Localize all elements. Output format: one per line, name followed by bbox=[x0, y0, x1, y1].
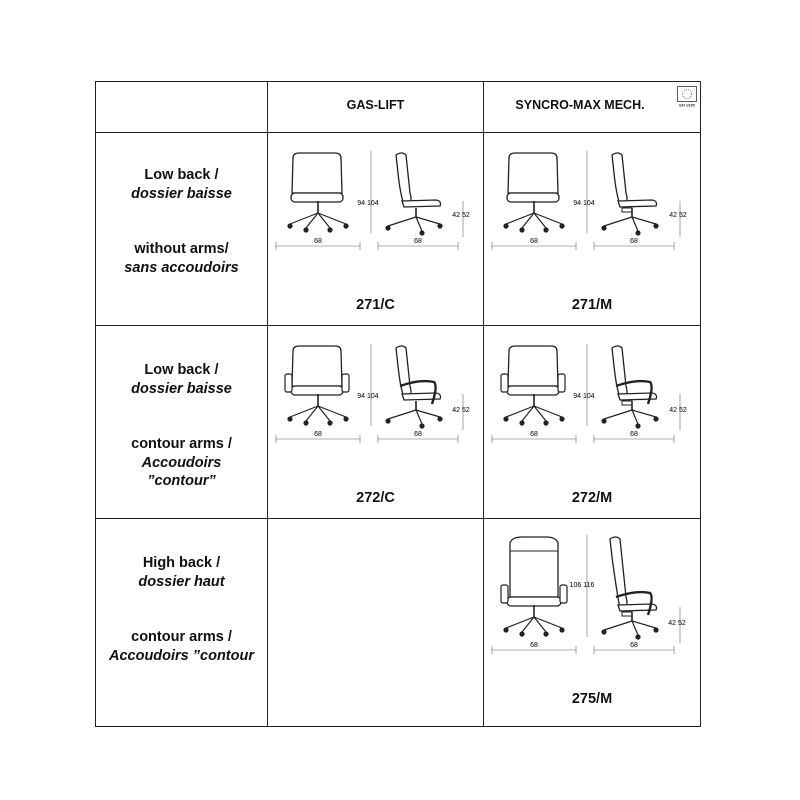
back-type-fr: dossier baisse bbox=[131, 380, 232, 397]
dim-height: 94 104 bbox=[357, 200, 379, 207]
header-syncro-label: SYNCRO-MAX MECH. bbox=[515, 98, 645, 112]
chair-front-view: 68 bbox=[491, 152, 577, 250]
product-275m-cell: 68 106 116 68 42 52 275/M bbox=[483, 518, 701, 727]
chair-drawing-272c: 68 94 104 68 42 52 bbox=[275, 344, 470, 443]
arms-type-fr: Accoudoirs bbox=[141, 454, 222, 471]
arms-type-en: without arms/ bbox=[134, 241, 229, 257]
chair-front-view: 68 bbox=[275, 152, 361, 250]
dim-seat-height: 42 52 bbox=[669, 212, 687, 219]
row-275: High back / dossier haut contour arms / … bbox=[95, 518, 701, 727]
product-271m-cell: 68 94 104 68 42 52 271/M bbox=[483, 132, 701, 326]
chair-side-view-with-arms: 68 bbox=[593, 345, 675, 443]
chair-front-view-high-back: 68 bbox=[491, 536, 577, 654]
chair-side-view-high-back: 68 bbox=[593, 536, 675, 654]
arms-type-en: contour arms / bbox=[131, 629, 232, 645]
row-275-description: High back / dossier haut contour arms / … bbox=[95, 518, 268, 727]
arms-type-fr: Accoudoirs ”contour bbox=[108, 647, 254, 664]
dim-width-side: 68 bbox=[630, 642, 638, 649]
header-empty-cell bbox=[95, 81, 268, 133]
chair-front-view-with-arms: 68 bbox=[275, 345, 361, 443]
dim-width-front: 68 bbox=[530, 238, 538, 245]
dim-width-front: 68 bbox=[530, 642, 538, 649]
header-gas-lift: GAS-LIFT bbox=[267, 81, 484, 133]
back-type-en: High back / bbox=[142, 555, 221, 571]
dim-width-front: 68 bbox=[530, 431, 538, 438]
empty-gas-lift-cell bbox=[267, 518, 484, 727]
row-272: Low back / dossier baisse contour arms /… bbox=[95, 325, 701, 519]
chair-drawing-271c: 68 94 104 68 42 52 bbox=[275, 151, 470, 250]
dim-height: 94 104 bbox=[573, 393, 595, 400]
spec-table: GAS-LIFT SYNCRO-MAX MECH. EN 1335 Low ba… bbox=[95, 81, 701, 727]
product-code: 272/M bbox=[571, 490, 613, 506]
dim-seat-height: 42 52 bbox=[669, 407, 687, 414]
dim-height: 94 104 bbox=[357, 393, 379, 400]
header-row: GAS-LIFT SYNCRO-MAX MECH. EN 1335 bbox=[95, 81, 701, 133]
dim-width-side: 68 bbox=[414, 238, 422, 245]
dim-width-front: 68 bbox=[314, 431, 322, 438]
product-272m-cell: 68 94 104 68 42 52 272/M bbox=[483, 325, 701, 519]
certification-label: EN 1335 bbox=[679, 103, 695, 108]
product-code: 271/M bbox=[571, 297, 613, 313]
back-type-fr: dossier haut bbox=[138, 573, 225, 590]
dim-seat-height: 42 52 bbox=[452, 407, 470, 414]
header-syncro-max: SYNCRO-MAX MECH. EN 1335 bbox=[483, 81, 701, 133]
arms-type-fr: sans accoudoirs bbox=[124, 259, 239, 276]
row-271-description: Low back / dossier baisse without arms/ … bbox=[95, 132, 268, 326]
dim-width-side: 68 bbox=[630, 431, 638, 438]
product-code: 275/M bbox=[571, 691, 613, 707]
dim-height: 94 104 bbox=[573, 200, 595, 207]
chair-drawing-271m: 68 94 104 68 42 52 bbox=[491, 151, 687, 250]
header-gas-lift-label: GAS-LIFT bbox=[346, 98, 405, 112]
back-type-fr: dossier baisse bbox=[131, 185, 232, 202]
dim-width-front: 68 bbox=[314, 238, 322, 245]
back-type-en: Low back / bbox=[144, 362, 219, 378]
product-code: 272/C bbox=[356, 490, 395, 506]
arms-type-en: contour arms / bbox=[131, 436, 232, 452]
dim-width-side: 68 bbox=[630, 238, 638, 245]
chair-drawing-275m: 68 106 116 68 42 52 bbox=[491, 535, 686, 654]
dim-width-side: 68 bbox=[414, 431, 422, 438]
chair-front-view-with-arms: 68 bbox=[491, 345, 577, 443]
arms-type-fr-quote: ”contour” bbox=[147, 473, 216, 489]
dim-height: 106 116 bbox=[570, 582, 595, 589]
certification-badge-icon: EN 1335 bbox=[677, 86, 697, 108]
back-type-en: Low back / bbox=[144, 167, 219, 183]
chair-side-view-with-arms: 68 bbox=[377, 345, 459, 443]
chair-side-view: 68 bbox=[377, 152, 459, 250]
product-code: 271/C bbox=[356, 297, 395, 313]
row-271: Low back / dossier baisse without arms/ … bbox=[95, 132, 701, 326]
dim-seat-height: 42 52 bbox=[668, 620, 686, 627]
product-271c-cell: 68 94 104 68 42 52 271/C bbox=[267, 132, 484, 326]
product-272c-cell: 68 94 104 68 42 52 272/C bbox=[267, 325, 484, 519]
chair-side-view: 68 bbox=[593, 152, 675, 250]
dim-seat-height: 42 52 bbox=[452, 212, 470, 219]
row-272-description: Low back / dossier baisse contour arms /… bbox=[95, 325, 268, 519]
chair-drawing-272m: 68 94 104 68 42 52 bbox=[491, 344, 687, 443]
